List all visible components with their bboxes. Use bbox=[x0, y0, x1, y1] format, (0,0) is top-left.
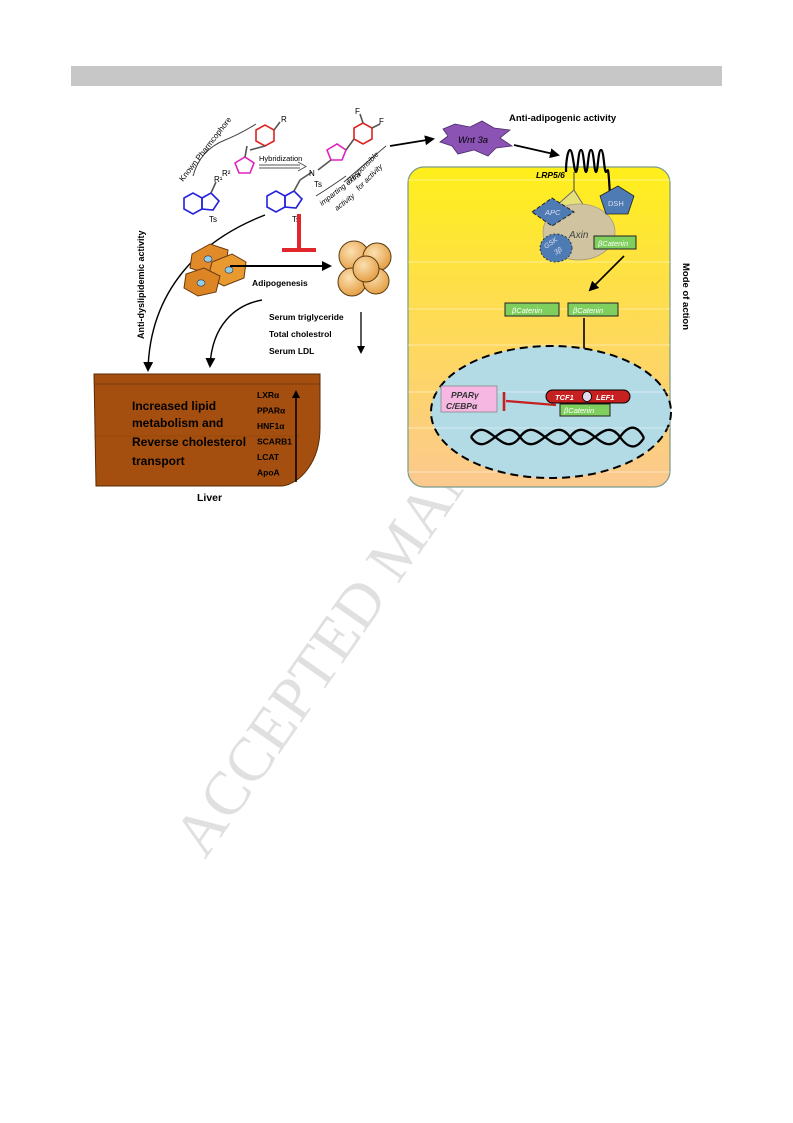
catenin-label-nucleus: βCatenin bbox=[563, 406, 594, 415]
arrow-wnt-to-receptor bbox=[513, 144, 560, 159]
inhibition-adipogenesis bbox=[282, 214, 316, 252]
triazole-left bbox=[234, 145, 255, 174]
arrow-to-liver-left bbox=[143, 214, 266, 372]
liver-panel: Increased lipid metabolism and Reverse c… bbox=[93, 373, 321, 504]
catenin-label-complex: βCatenin bbox=[597, 239, 628, 248]
wnt3a-ligand: Wnt 3a bbox=[439, 120, 514, 157]
liver-text-line1: Increased lipid bbox=[132, 399, 216, 413]
total-cholesterol-label: Total cholestrol bbox=[269, 329, 332, 339]
anti-adipogenic-label: Anti-adipogenic activity bbox=[509, 113, 617, 124]
indole-right bbox=[266, 171, 313, 213]
hybridization-label: Hybridization bbox=[259, 154, 302, 163]
liver-gene-4: SCARB1 bbox=[257, 437, 292, 447]
preadipocyte-cluster bbox=[183, 243, 247, 297]
catenin-box-complex bbox=[593, 235, 637, 250]
ts-label-right: Ts bbox=[292, 215, 300, 224]
triazole-right bbox=[317, 143, 347, 171]
catenin-box-nucleus bbox=[559, 403, 611, 417]
frizzled-receptor bbox=[564, 148, 629, 209]
mature-adipocyte-cluster bbox=[337, 240, 392, 297]
serum-ldl-label: Serum LDL bbox=[269, 346, 314, 356]
gsk3b-protein bbox=[539, 233, 573, 263]
catenin-label-cytoplasm-2: βCatenin bbox=[572, 306, 603, 315]
phenyl-ring bbox=[249, 121, 281, 151]
liver-gene-3: HNF1α bbox=[257, 421, 285, 431]
tcf1-label: TCF1 bbox=[555, 393, 574, 402]
catenin-label-cytoplasm-1: βCatenin bbox=[511, 306, 542, 315]
fluorine-label-2: F bbox=[379, 117, 384, 126]
tcf-lef-linker bbox=[582, 391, 592, 402]
r2-label: R² bbox=[222, 169, 231, 178]
ppar-cebp-box bbox=[440, 385, 498, 413]
liver-text-line4: transport bbox=[132, 454, 185, 468]
catenin-box-cytoplasm-2 bbox=[567, 302, 619, 317]
ppar-gamma-label: PPARγ bbox=[451, 390, 480, 400]
liver-gene-5: LCAT bbox=[257, 452, 280, 462]
liver-label: Liver bbox=[197, 492, 222, 504]
anti-dyslipidemic-label: Anti-dyslipidemic activity bbox=[136, 230, 146, 339]
dsh-protein bbox=[599, 185, 635, 215]
r-label: R bbox=[281, 115, 287, 124]
ts-label-sulfonamide: Ts bbox=[314, 180, 322, 189]
fluorine-label-1: F bbox=[355, 107, 360, 116]
ts-label-left: Ts bbox=[209, 215, 217, 224]
imparting-bracket bbox=[315, 175, 347, 197]
adipogenesis-label: Adipogenesis bbox=[252, 278, 308, 288]
liver-text-line2: metabolism and bbox=[132, 416, 223, 430]
r1-label: R¹ bbox=[214, 175, 223, 184]
arrow-to-wnt bbox=[389, 135, 435, 147]
wnt3a-label: Wnt 3a bbox=[458, 135, 488, 146]
cebp-alpha-label: C/EBPα bbox=[446, 401, 478, 411]
chemical-structures: R¹ Ts R² R Known Pharmcophore Hybridizat… bbox=[177, 107, 387, 224]
difluorophenyl-ring bbox=[345, 113, 381, 151]
hybridization-arrow bbox=[259, 161, 308, 172]
arrow-serum-curve bbox=[205, 299, 263, 368]
serum-triglyceride-label: Serum triglyceride bbox=[269, 312, 344, 322]
apc-protein bbox=[531, 197, 575, 227]
inhibition-ppar bbox=[502, 392, 557, 411]
header-bar bbox=[71, 66, 722, 86]
lef1-label: LEF1 bbox=[596, 393, 614, 402]
liver-gene-1: LXRα bbox=[257, 390, 280, 400]
arrow-catenin-release bbox=[588, 255, 625, 292]
mode-of-action-label: Mode of action bbox=[680, 263, 691, 330]
liver-gene-6: ApoA bbox=[257, 468, 280, 478]
dsh-label: DSH bbox=[608, 199, 624, 208]
axin-label: Axin bbox=[568, 230, 589, 241]
liver-gene-2: PPARα bbox=[257, 406, 286, 416]
pharmacophore-bracket bbox=[192, 123, 257, 177]
gsk3b-label-2: 3β bbox=[553, 246, 563, 256]
n-label: N bbox=[309, 169, 315, 178]
apc-label: APC bbox=[544, 208, 561, 217]
responsible-bracket bbox=[343, 145, 387, 183]
liver-text-line3: Reverse cholesterol bbox=[132, 435, 246, 449]
lrp56-label: LRP5/6 bbox=[536, 170, 565, 180]
dna-helix bbox=[470, 426, 646, 448]
indole-left bbox=[183, 181, 221, 215]
catenin-box-cytoplasm-1 bbox=[504, 302, 560, 317]
